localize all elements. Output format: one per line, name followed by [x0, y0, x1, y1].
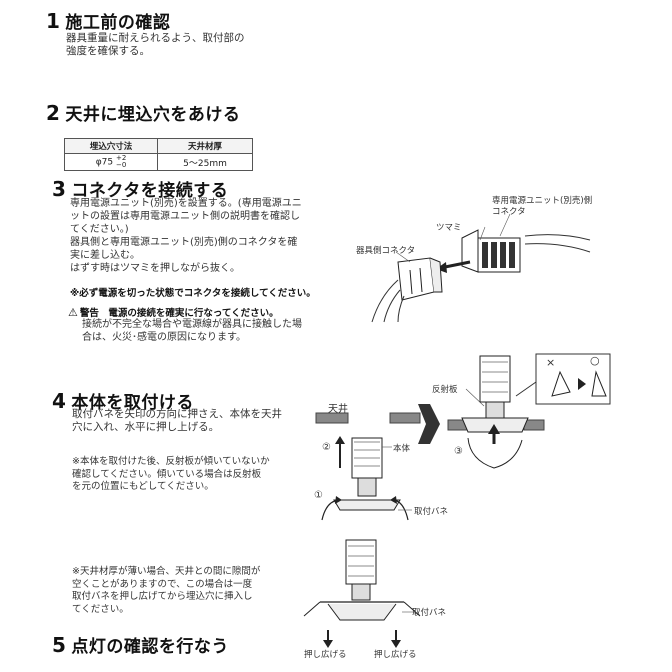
power-off-note: ※必ず電源を切った状態でコネクタを接続してください。 [70, 288, 316, 299]
label-reflector: 反射板 [432, 385, 458, 395]
label-fixture-connector: 器具側コネクタ [356, 246, 416, 256]
label-cross: × [546, 356, 556, 369]
spec-table: 埋込穴寸法 天井材厚 φ75 +2−0 5〜25mm [64, 138, 253, 171]
label-step-1: ① [314, 490, 323, 501]
label-tsumami: ツマミ [436, 223, 462, 233]
label-step-3: ③ [454, 446, 463, 457]
label-circle: ○ [590, 354, 600, 367]
spec-hole-value: φ75 [95, 157, 114, 168]
section-4-body: 取付バネを矢印の方向に押さえ、本体を天井 穴に入れ、水平に押し上げる。 [72, 408, 282, 433]
section-4-note-2: ※天井材厚が薄い場合、天井との間に隙間が 空くことがありますので、この場合は一度… [72, 566, 261, 615]
label-push-open-1: 押し広げる [304, 650, 347, 660]
label-body: 本体 [393, 444, 411, 454]
label-spring-2: 取付バネ [412, 608, 447, 618]
label-ceiling: 天井 [328, 404, 348, 415]
label-step-2: ② [322, 442, 331, 453]
section-1-body: 器具重量に耐えられるよう、取付部の 強度を確保する。 [66, 32, 245, 57]
warning-heading: ⚠警告 電源の接続を確実に行なってください。 [68, 306, 279, 319]
label-spring-1: 取付バネ [414, 507, 449, 517]
spec-tolerance: +2−0 [115, 154, 127, 169]
section-4-note-1: ※本体を取付けた後、反射板が傾いていないか 確認してください。傾いている場合は反… [72, 456, 270, 492]
warning-icon: ⚠ [68, 306, 78, 319]
label-push-open-2: 押し広げる [374, 650, 417, 660]
section-3-body: 専用電源ユニット(別売)を設置する。(専用電源ユニ ットの設置は専用電源ユニット… [70, 198, 302, 274]
spec-thickness-value: 5〜25mm [157, 153, 253, 171]
spec-hole-cell: φ75 +2−0 [64, 153, 158, 171]
label-psu-connector: 専用電源ユニット(別売)側 コネクタ [492, 196, 593, 217]
warning-body: 接続が不完全な場合や電源線が器具に接触した場 合は、火災･感電の原因になります。 [82, 319, 302, 343]
